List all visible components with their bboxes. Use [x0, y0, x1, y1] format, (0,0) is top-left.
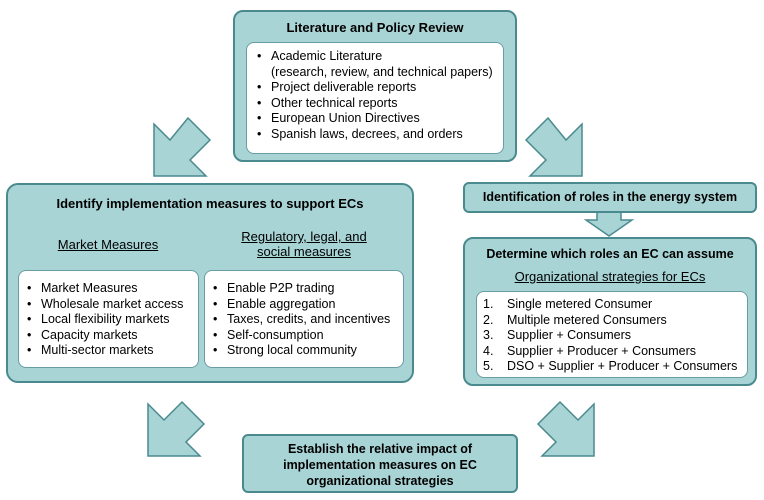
implementation-measures-box: Identify implementation measures to supp… — [6, 183, 414, 383]
list-item: Academic Literature(research, review, an… — [255, 49, 497, 80]
roles-identification-title: Identification of roles in the energy sy… — [482, 190, 738, 204]
list-item: Enable aggregation — [211, 297, 399, 313]
list-item: 3.Supplier + Consumers — [483, 328, 632, 342]
regulatory-measures-list: Enable P2P trading Enable aggregation Ta… — [211, 281, 399, 359]
list-item: Wholesale market access — [25, 297, 194, 313]
list-item: 1.Single metered Consumer — [483, 297, 653, 311]
strategies-list-box: 1.Single metered Consumer 2.Multiple met… — [476, 291, 748, 378]
list-item: Capacity markets — [25, 328, 194, 344]
literature-review-list-box: Academic Literature(research, review, an… — [246, 42, 504, 154]
implementation-measures-title: Identify implementation measures to supp… — [56, 196, 364, 211]
literature-review-box: Literature and Policy Review Academic Li… — [233, 10, 517, 162]
list-item: 5.DSO + Supplier + Producer + Consumers — [483, 359, 738, 373]
list-item: Other technical reports — [255, 96, 497, 112]
market-measures-list: Market Measures Wholesale market access … — [25, 281, 194, 359]
roles-identification-box: Identification of roles in the energy sy… — [463, 182, 757, 213]
roles-determine-subtitle: Organizational strategies for ECs — [514, 269, 706, 284]
market-measures-list-box: Market Measures Wholesale market access … — [18, 270, 199, 368]
list-item: European Union Directives — [255, 111, 497, 127]
list-item: Market Measures — [25, 281, 194, 297]
list-item: Local flexibility markets — [25, 312, 194, 328]
list-item: Spanish laws, decrees, and orders — [255, 127, 497, 143]
regulatory-measures-list-box: Enable P2P trading Enable aggregation Ta… — [204, 270, 404, 368]
list-item: 4.Supplier + Producer + Consumers — [483, 343, 696, 358]
strategies-list: 1.Single metered Consumer 2.Multiple met… — [483, 297, 743, 375]
list-item: Multi-sector markets — [25, 343, 194, 359]
list-item: Taxes, credits, and incentives — [211, 312, 399, 328]
list-item: Strong local community — [211, 343, 399, 359]
literature-review-list: Academic Literature(research, review, an… — [255, 49, 497, 142]
list-item: Enable P2P trading — [211, 281, 399, 297]
literature-review-title: Literature and Policy Review — [286, 20, 464, 35]
roles-determine-title: Determine which roles an EC can assume — [486, 247, 734, 261]
market-measures-heading: Market Measures — [57, 237, 159, 252]
list-item: 2.Multiple metered Consumers — [483, 312, 667, 327]
list-item: Project deliverable reports — [255, 80, 497, 96]
roles-determine-box: Determine which roles an EC can assume O… — [463, 237, 757, 386]
list-item: Self-consumption — [211, 328, 399, 344]
